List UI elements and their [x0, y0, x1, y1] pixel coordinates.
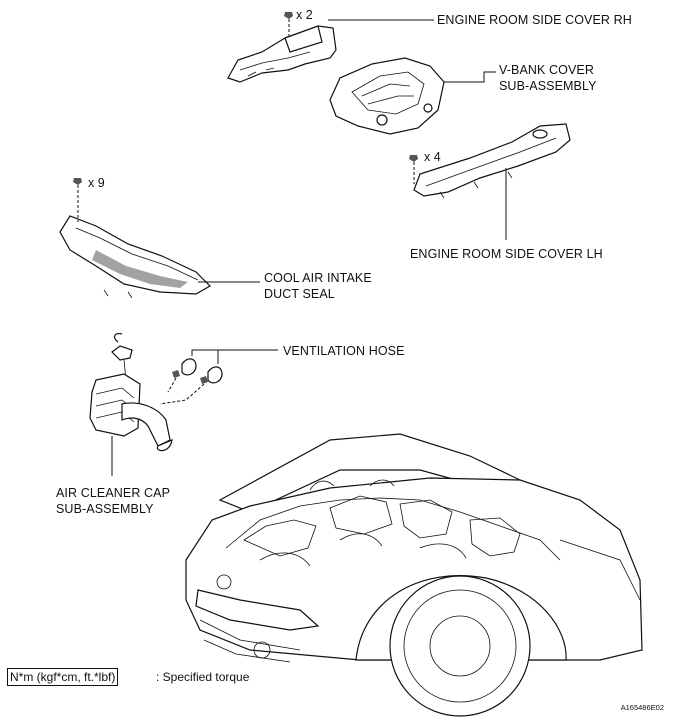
duct-clip-quantity: x 9 [88, 176, 105, 190]
label-ventilation-hose: VENTILATION HOSE [283, 344, 405, 358]
label-v-bank-cover-line1: V-BANK COVER [499, 63, 594, 77]
label-air-cleaner-cap-line1: AIR CLEANER CAP [56, 486, 171, 500]
lh-clip-quantity: x 4 [424, 150, 441, 164]
label-cool-air-intake-line1: COOL AIR INTAKE [264, 271, 372, 285]
engine-room-side-cover-lh [413, 123, 571, 199]
vehicle-front-illustration [185, 433, 643, 717]
clip-icon-rh [284, 12, 293, 38]
label-cool-air-intake-line2: DUCT SEAL [264, 287, 335, 301]
cool-air-intake-duct-seal [59, 215, 211, 299]
clip-icon-duct [73, 178, 82, 222]
label-v-bank-cover-line2: SUB-ASSEMBLY [499, 79, 597, 93]
leader-v-bank [444, 71, 496, 83]
label-engine-room-side-cover-rh: ENGINE ROOM SIDE COVER RH [437, 13, 632, 27]
torque-legend-text: : Specified torque [156, 670, 250, 684]
rh-clip-quantity: x 2 [296, 8, 313, 22]
torque-legend-box: N*m (kgf*cm, ft.*lbf) [7, 668, 119, 686]
label-air-cleaner-cap-line2: SUB-ASSEMBLY [56, 502, 154, 516]
v-bank-cover [329, 57, 445, 135]
label-engine-room-side-cover-lh: ENGINE ROOM SIDE COVER LH [410, 247, 603, 261]
ventilation-hose-clamps [159, 358, 223, 405]
air-cleaner-cap [89, 333, 173, 452]
figure-code: A165486E02 [620, 703, 664, 712]
clip-icon-lh [409, 155, 418, 184]
leader-hose [191, 349, 278, 364]
engine-room-side-cover-rh [227, 25, 337, 83]
